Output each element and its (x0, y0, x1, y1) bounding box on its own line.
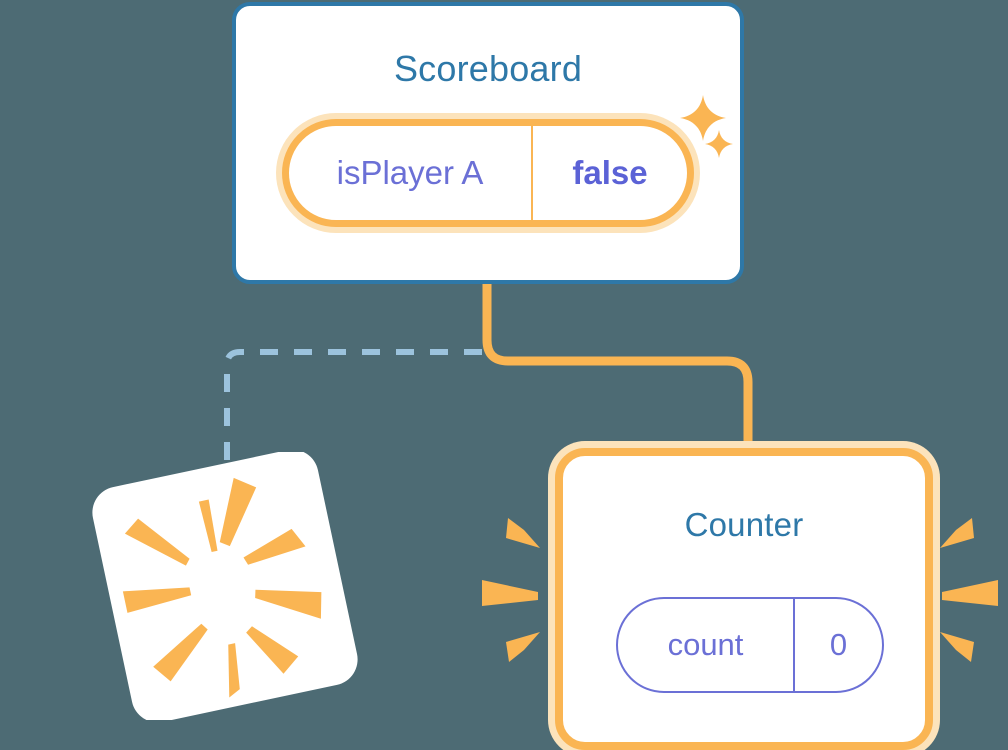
scoreboard-state-key: isPlayer A (289, 126, 533, 220)
counter-burst-rays-right (940, 518, 998, 662)
scoreboard-state-pill[interactable]: isPlayer A false (282, 119, 694, 227)
counter-state-value: 0 (829, 627, 848, 662)
scoreboard-title: Scoreboard (393, 48, 583, 89)
counter-state-pill[interactable]: count 0 (616, 597, 884, 693)
scoreboard-state-value: false (572, 154, 648, 191)
scoreboard-card[interactable]: Scoreboard isPlayer A false (232, 2, 744, 284)
popped-node[interactable] (86, 452, 364, 720)
counter-state-key: count (618, 599, 795, 691)
counter-burst-rays-left (482, 518, 540, 662)
counter-card[interactable]: Counter count 0 (555, 448, 933, 750)
counter-title: Counter (684, 506, 804, 543)
connector-solid-to-counter (482, 281, 753, 455)
connector-dashed-to-popped-node (224, 349, 482, 477)
